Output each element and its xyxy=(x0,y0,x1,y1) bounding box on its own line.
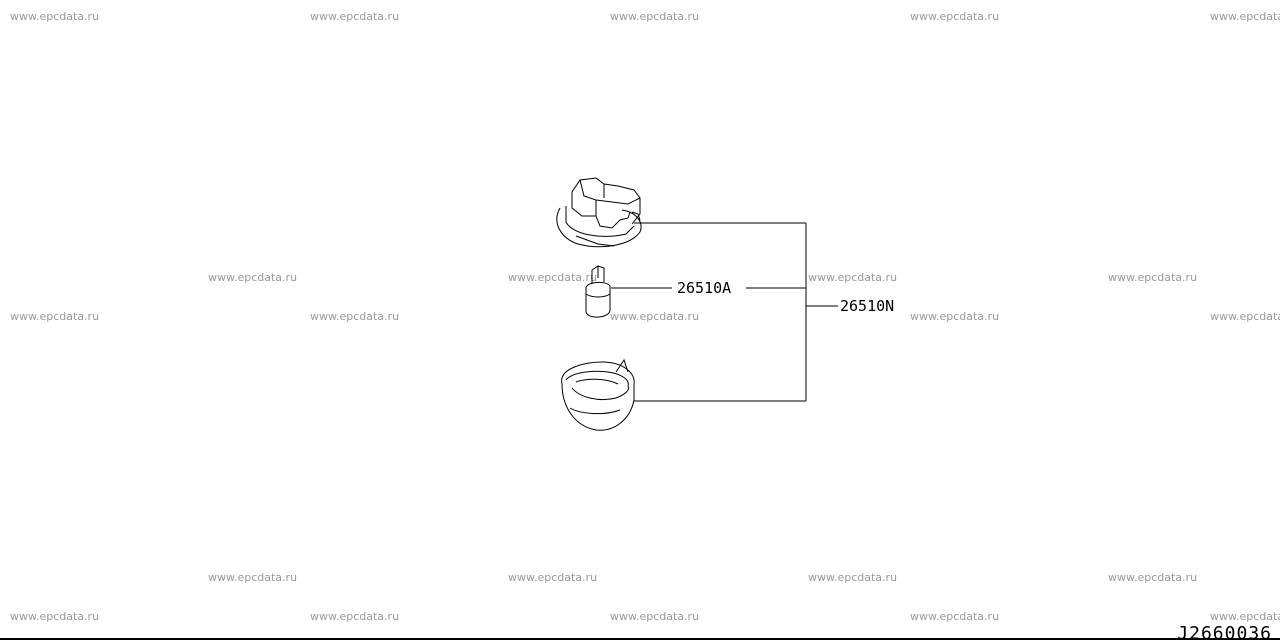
watermark-text: www.epcdata.ru xyxy=(508,271,598,284)
watermark-text: www.epcdata.ru xyxy=(208,571,298,584)
watermark-text: www.epcdata.ru xyxy=(310,10,400,23)
watermark-text: www.epcdata.ru xyxy=(610,610,700,623)
socket-cup-part xyxy=(561,358,635,431)
watermark-text: www.epcdata.ru xyxy=(1108,571,1198,584)
watermark-text: www.epcdata.ru xyxy=(910,10,1000,23)
watermark-text: www.epcdata.ru xyxy=(910,610,1000,623)
watermark-text: www.epcdata.ru xyxy=(10,310,100,323)
watermark-text: www.epcdata.ru xyxy=(1108,271,1198,284)
bulb-part xyxy=(585,265,611,318)
watermark-text: www.epcdata.ru xyxy=(208,271,298,284)
watermark-text: www.epcdata.ru xyxy=(610,310,700,323)
leader-lines xyxy=(611,222,838,402)
watermark-text: www.epcdata.ru xyxy=(808,271,898,284)
part-number-26510a[interactable]: 26510A xyxy=(675,279,734,297)
watermark-text: www.epcdata.ru xyxy=(910,310,1000,323)
lamp-housing-part xyxy=(556,177,642,248)
watermark-text: www.epcdata.ru xyxy=(10,610,100,623)
bottom-border xyxy=(0,638,1280,640)
watermark-text: www.epcdata.ru xyxy=(310,310,400,323)
watermark-text: www.epcdata.ru xyxy=(610,10,700,23)
diagram-code: J2660036 xyxy=(1177,623,1272,644)
watermark-text: www.epcdata.ru xyxy=(808,571,898,584)
watermark-text: www.epcdata.ru xyxy=(10,10,100,23)
watermark-text: www.epcdata.ru xyxy=(1210,610,1280,623)
watermark-text: www.epcdata.ru xyxy=(508,571,598,584)
watermark-text: www.epcdata.ru xyxy=(1210,10,1280,23)
watermark-text: www.epcdata.ru xyxy=(310,610,400,623)
part-number-26510n[interactable]: 26510N xyxy=(838,297,897,315)
watermark-text: www.epcdata.ru xyxy=(1210,310,1280,323)
